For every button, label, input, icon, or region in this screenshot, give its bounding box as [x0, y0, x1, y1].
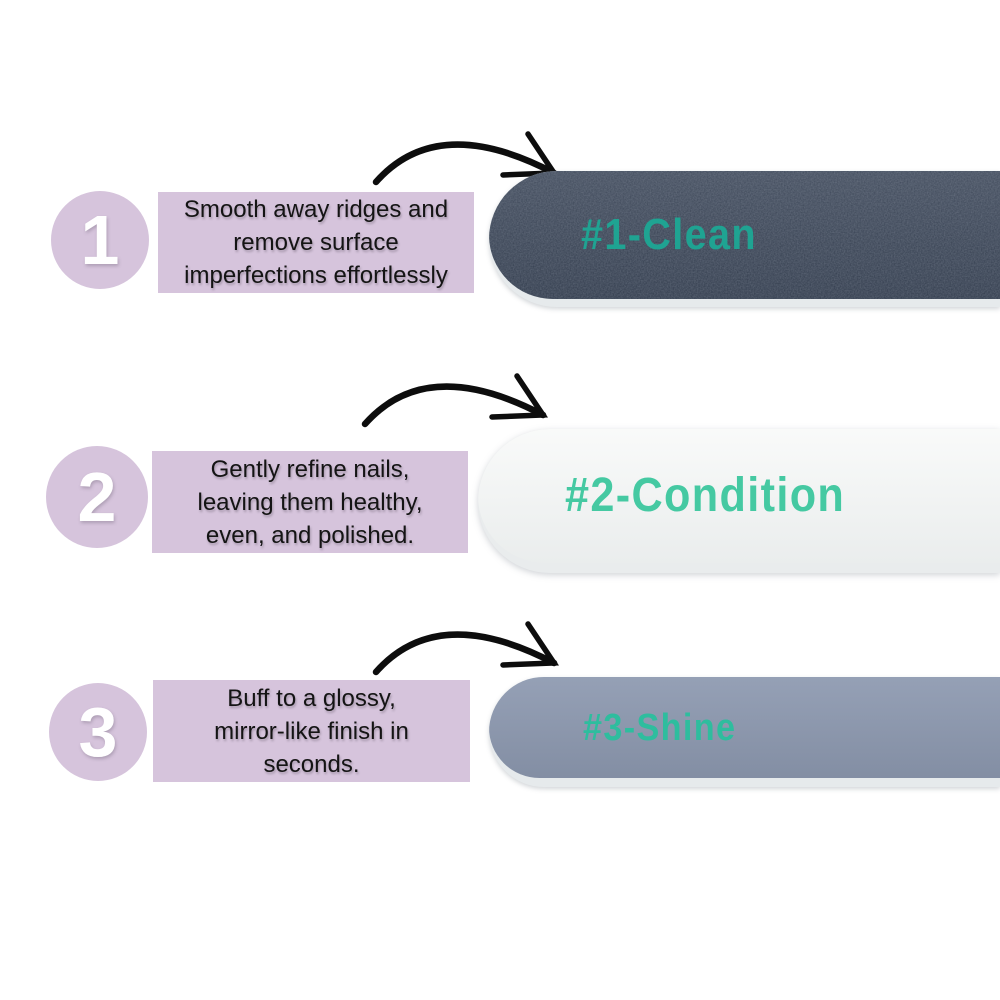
nail-file-3-surface: #3-Shine	[489, 677, 1000, 778]
curved-arrow-icon	[372, 621, 560, 676]
step-description-box: Smooth away ridges and remove surface im…	[158, 192, 474, 293]
step-number: 1	[80, 201, 120, 279]
nail-file-label: #3-Shine	[583, 706, 737, 749]
step-number-badge: 1	[51, 191, 149, 289]
step-description-box: Gently refine nails, leaving them health…	[152, 451, 468, 553]
nail-file-2-surface: #2-Condition	[478, 429, 1000, 563]
step-description: Gently refine nails, leaving them health…	[197, 455, 423, 549]
step-number-badge: 3	[49, 683, 147, 781]
step-number: 3	[78, 693, 118, 771]
nail-file-1: #1-Clean	[489, 171, 1000, 307]
step-description-box: Buff to a glossy, mirror-like finish in …	[153, 680, 470, 782]
curved-arrow-icon	[361, 373, 549, 428]
step-description: Smooth away ridges and remove surface im…	[183, 196, 449, 289]
step-description: Buff to a glossy, mirror-like finish in …	[214, 684, 409, 778]
nail-file-1-surface: #1-Clean	[489, 171, 1000, 299]
step-number: 2	[77, 458, 117, 536]
step-number-badge: 2	[46, 446, 148, 548]
nail-file-label: #1-Clean	[581, 210, 757, 259]
nail-file-label: #2-Condition	[565, 469, 846, 522]
nail-file-3: #3-Shine	[489, 677, 1000, 787]
nail-file-2: #2-Condition	[478, 429, 1000, 573]
